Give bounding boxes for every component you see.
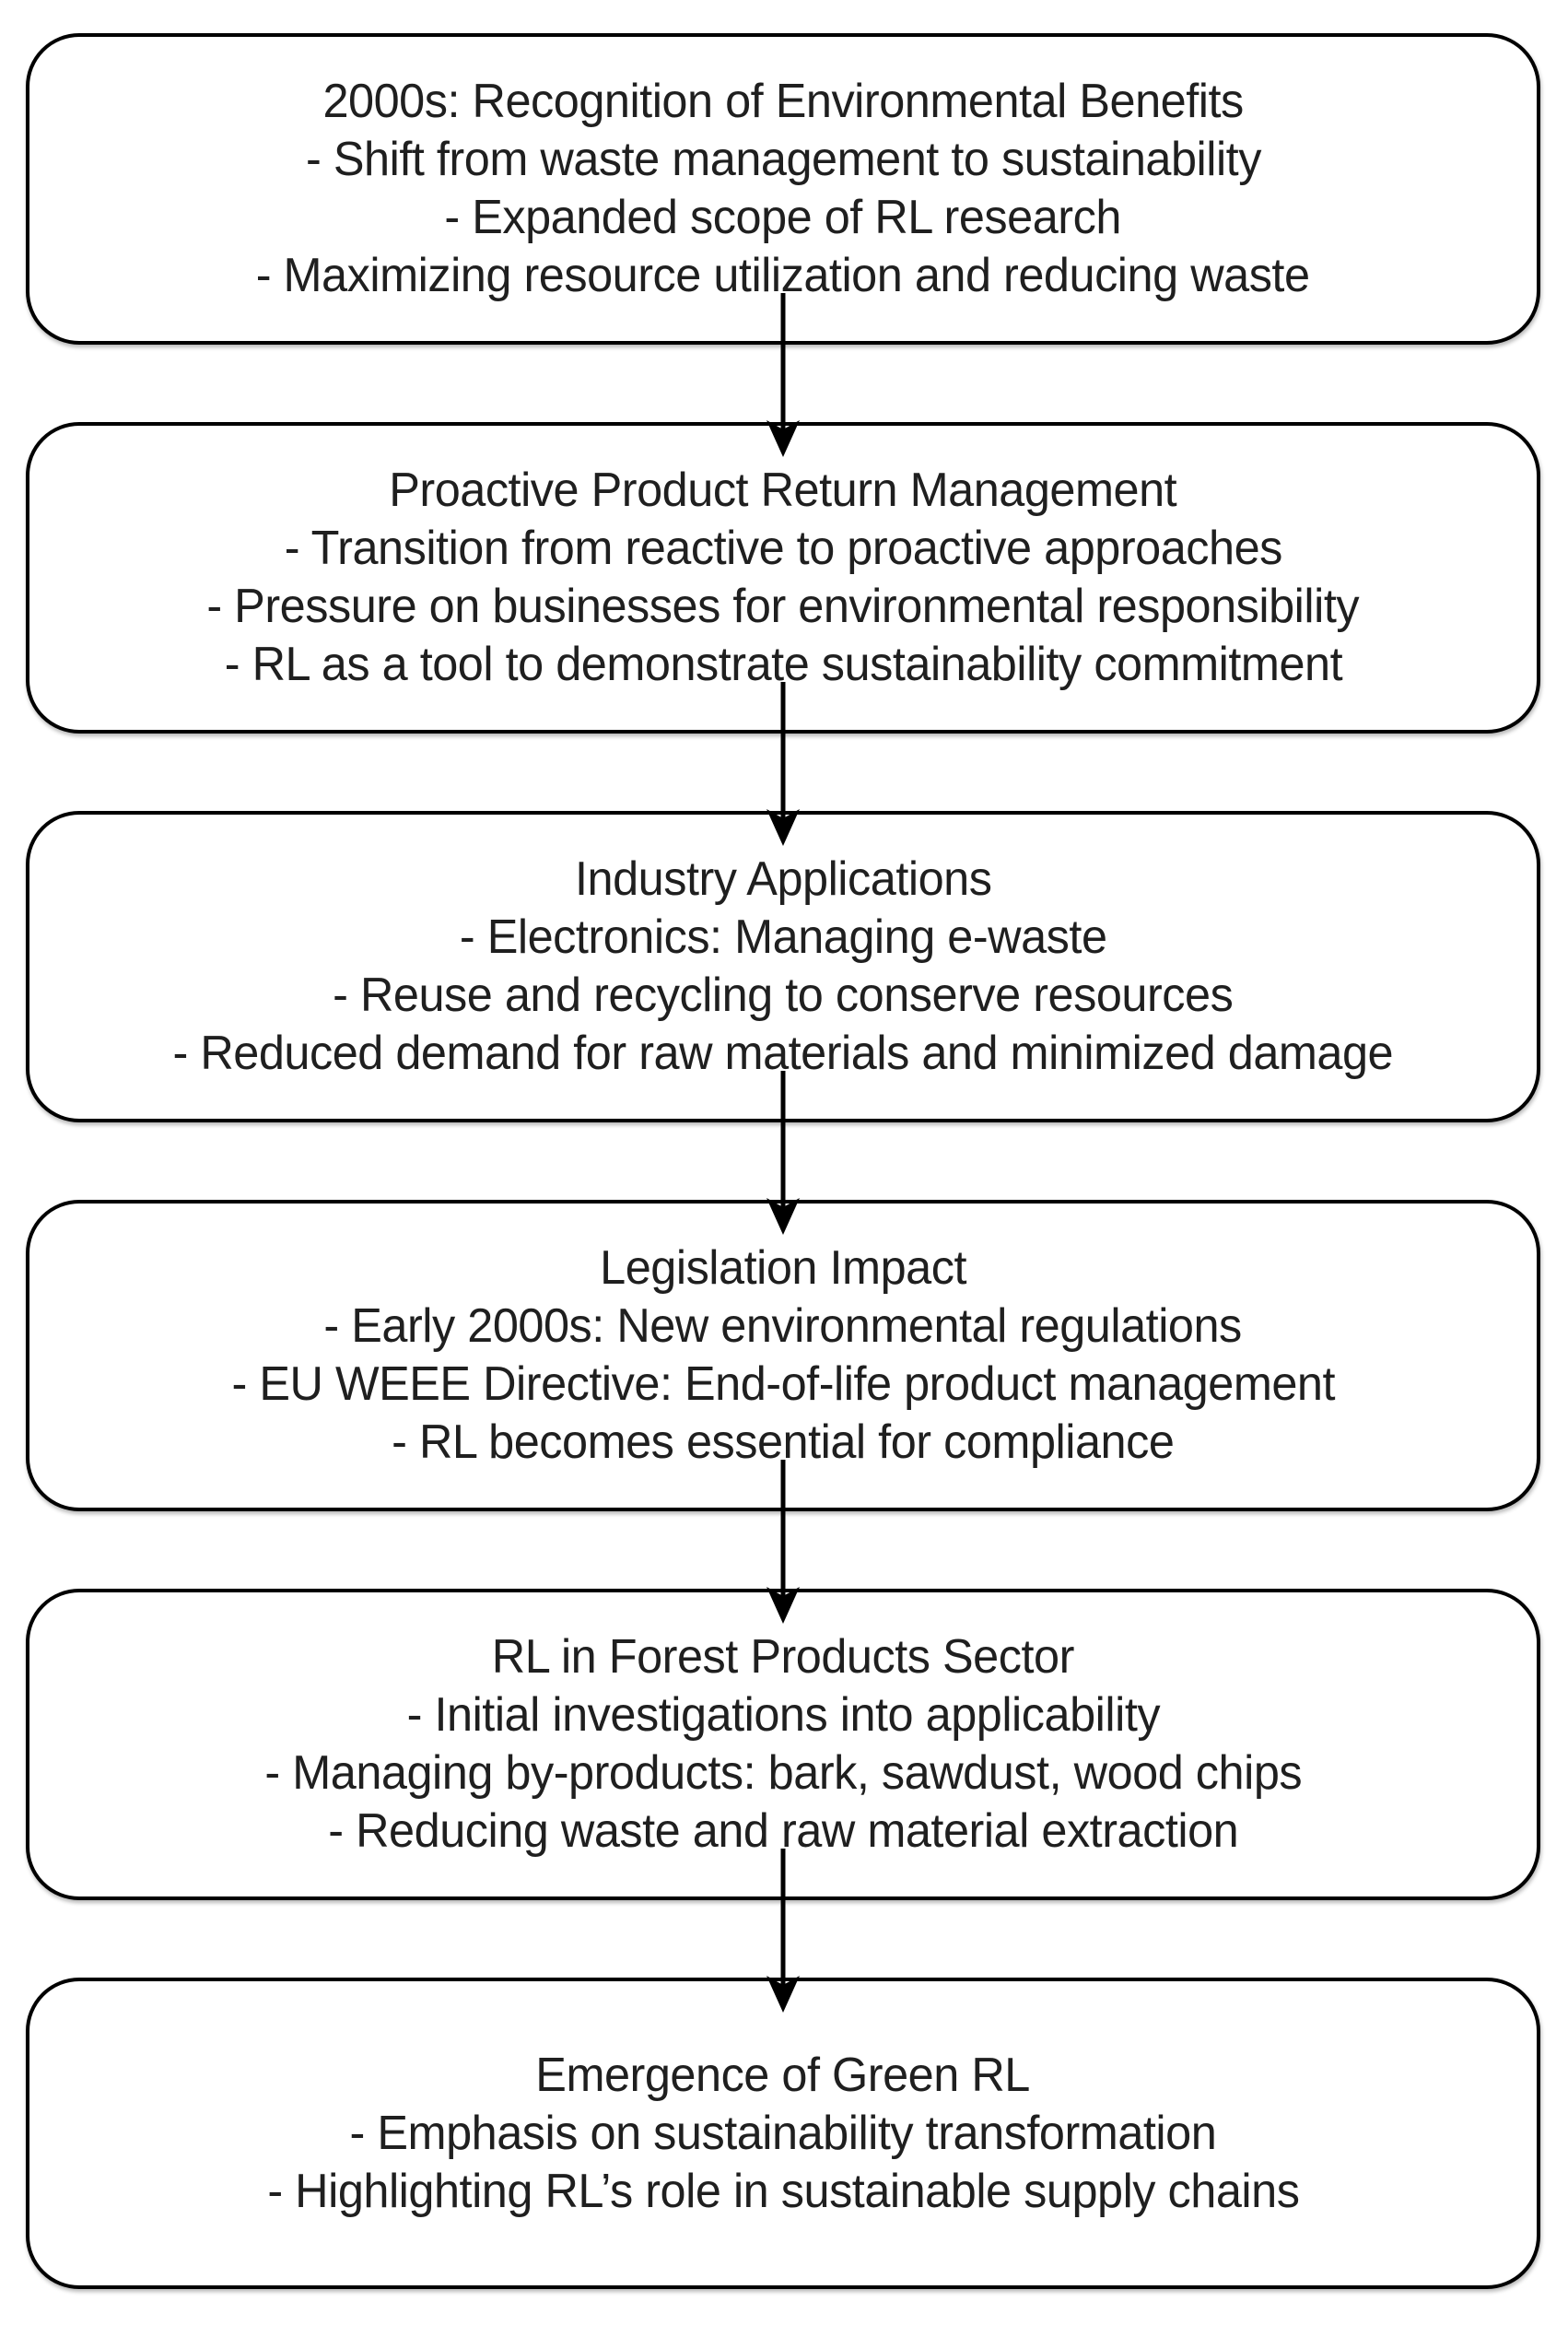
stage-box-3: Industry Applications - Electronics: Man… <box>26 811 1540 1122</box>
stage-title: Proactive Product Return Management <box>389 464 1177 517</box>
stage-bullet: - Reducing waste and raw material extrac… <box>328 1804 1238 1858</box>
stage-bullet: - RL becomes essential for compliance <box>392 1415 1175 1469</box>
stage-title: Industry Applications <box>574 852 992 906</box>
stage-title: RL in Forest Products Sector <box>491 1630 1075 1684</box>
stage-title: Emergence of Green RL <box>535 2048 1031 2102</box>
stage-bullet: - Reduced demand for raw materials and m… <box>172 1027 1394 1080</box>
stage-title: Legislation Impact <box>600 1241 966 1295</box>
stage-bullet: - Early 2000s: New environmental regulat… <box>323 1299 1243 1353</box>
stage-box-4: Legislation Impact - Early 2000s: New en… <box>26 1200 1540 1511</box>
stage-bullet: - Initial investigations into applicabil… <box>406 1688 1160 1742</box>
stage-bullet: - Electronics: Managing e-waste <box>459 910 1107 964</box>
stage-box-2: Proactive Product Return Management - Tr… <box>26 422 1540 734</box>
stage-bullet: - Maximizing resource utilization and re… <box>256 249 1310 302</box>
stage-bullet: - Transition from reactive to proactive … <box>284 522 1282 575</box>
stage-bullet: - RL as a tool to demonstrate sustainabi… <box>224 638 1342 691</box>
stage-bullet: - Managing by-products: bark, sawdust, w… <box>264 1746 1302 1800</box>
stage-box-5: RL in Forest Products Sector - Initial i… <box>26 1589 1540 1900</box>
stage-bullet: - Expanded scope of RL research <box>444 191 1122 244</box>
stage-bullet: - Highlighting RL’s role in sustainable … <box>266 2164 1300 2218</box>
stage-bullet: - Emphasis on sustainability transformat… <box>349 2106 1217 2160</box>
stage-bullet: - Shift from waste management to sustain… <box>305 133 1261 186</box>
stage-bullet: - Reuse and recycling to conserve resour… <box>333 969 1234 1022</box>
stage-bullet: - EU WEEE Directive: End-of-life product… <box>231 1357 1335 1411</box>
stage-box-1: 2000s: Recognition of Environmental Bene… <box>26 33 1540 345</box>
stage-box-6: Emergence of Green RL - Emphasis on sust… <box>26 1978 1540 2289</box>
stage-bullet: - Pressure on businesses for environment… <box>206 580 1360 633</box>
stage-title: 2000s: Recognition of Environmental Bene… <box>322 75 1244 128</box>
